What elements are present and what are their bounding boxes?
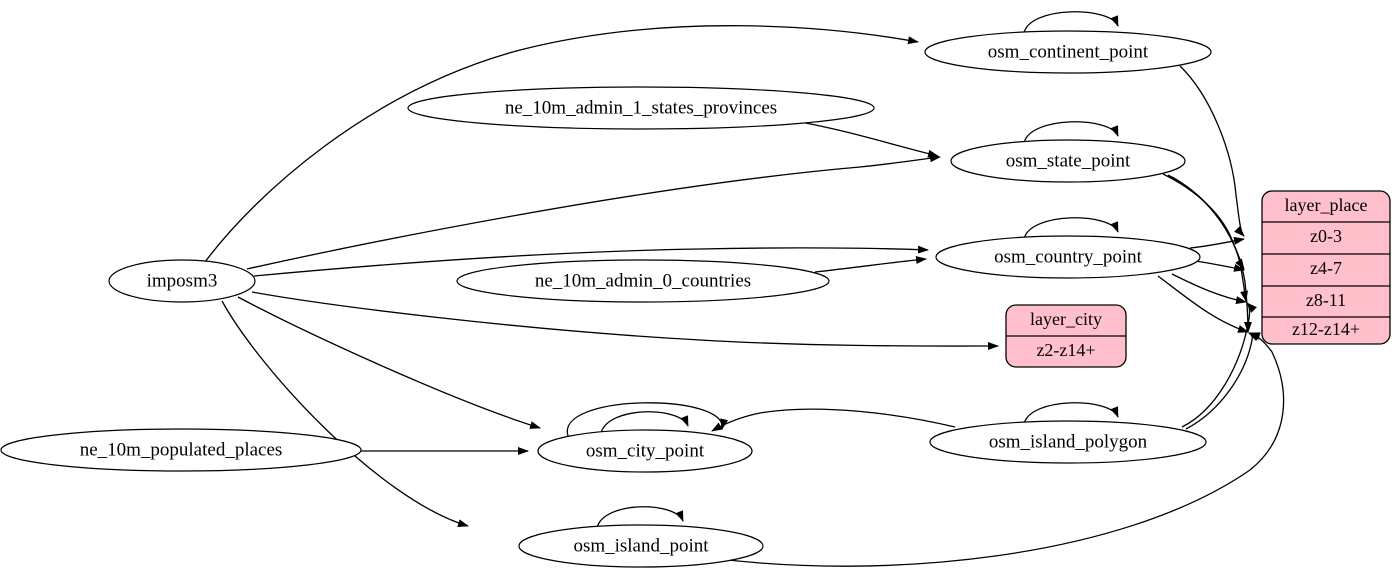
layer-city-row-z2-z14[interactable]: z2-z14+ — [1036, 340, 1095, 360]
node-imposm3[interactable]: imposm3 — [108, 259, 256, 303]
osm-country-point-label: osm_country_point — [994, 246, 1142, 267]
edge-osm-island-polygon-self-loop — [1023, 402, 1119, 425]
imposm3-label: imposm3 — [147, 270, 218, 291]
records-layer: layer_city z2-z14+ layer_place z0-3 z4-7… — [1005, 190, 1391, 368]
edge-osm-island-polygon-to-osm-city-point — [711, 408, 956, 432]
edge-osm-continent-point-self-loop — [1023, 11, 1119, 34]
node-osm-island-point[interactable]: osm_island_point — [518, 524, 764, 568]
node-osm-city-point[interactable]: osm_city_point — [537, 429, 753, 473]
osm-country-point-ellipse[interactable] — [935, 235, 1201, 279]
layer-place-row-z4-7[interactable]: z4-7 — [1310, 258, 1342, 278]
ne-states-ellipse[interactable] — [407, 86, 875, 130]
edge-osm-island-point-self-loop — [596, 506, 684, 529]
layer-place-title: layer_place — [1285, 195, 1368, 215]
layer-city-title: layer_city — [1030, 309, 1102, 329]
node-osm-state-point[interactable]: osm_state_point — [950, 139, 1186, 183]
osm-continent-point-ellipse[interactable] — [924, 30, 1212, 74]
edge-osm-city-point-self-loop-outer — [566, 402, 729, 437]
edge-imposm3-to-layer-city — [251, 291, 999, 351]
edge-osm-island-polygon-to-layer-place-z8-11 — [1181, 302, 1257, 428]
edge-ne-states-to-osm-state-point — [799, 121, 939, 158]
edge-osm-island-point-to-layer-place-z12-z14 — [711, 332, 1285, 567]
osm-state-point-label: osm_state_point — [1006, 150, 1131, 171]
edge-osm-city-point-self-loop-inner — [600, 411, 689, 434]
osm-continent-point-label: osm_continent_point — [988, 41, 1149, 62]
record-layer-place[interactable]: layer_place z0-3 z4-7 z8-11 z12-z14+ — [1261, 190, 1391, 345]
ne-countries-label: ne_10m_admin_0_countries — [535, 270, 751, 291]
ne-states-label: ne_10m_admin_1_states_provinces — [505, 97, 777, 118]
layer-place-box[interactable] — [1261, 190, 1391, 345]
node-osm-continent-point[interactable]: osm_continent_point — [924, 30, 1212, 74]
edge-osm-country-point-to-layer-place-z0-3 — [1189, 236, 1245, 249]
osm-island-polygon-ellipse[interactable] — [929, 420, 1207, 464]
edge-imposm3-to-osm-island-point — [221, 300, 469, 527]
ne-places-ellipse[interactable] — [0, 428, 362, 472]
edge-imposm3-to-osm-city-point — [237, 296, 541, 429]
osm-island-point-label: osm_island_point — [573, 535, 709, 556]
edge-ne-countries-to-osm-country-point — [814, 255, 927, 273]
edge-osm-continent-point-to-layer-place-z0-3 — [1179, 65, 1245, 237]
edge-osm-state-point-self-loop — [1023, 121, 1119, 144]
ne-countries-ellipse[interactable] — [456, 259, 830, 303]
node-osm-country-point[interactable]: osm_country_point — [935, 235, 1201, 279]
edges-layer — [204, 11, 1285, 567]
osm-island-polygon-label: osm_island_polygon — [989, 431, 1148, 452]
record-layer-city[interactable]: layer_city z2-z14+ — [1005, 304, 1127, 368]
nodes-layer: imposm3 ne_10m_admin_1_states_provinces … — [0, 30, 1212, 568]
edge-imposm3-to-osm-state-point — [246, 154, 941, 270]
edge-imposm3-to-osm-continent-point — [204, 25, 919, 263]
edge-osm-country-point-to-layer-place-z8-11 — [1171, 273, 1247, 305]
layer-place-row-z8-11[interactable]: z8-11 — [1306, 290, 1346, 310]
edge-osm-country-point-self-loop — [1023, 217, 1119, 240]
layer-place-row-z12-z14[interactable]: z12-z14+ — [1292, 319, 1360, 339]
layer-place-row-z0-3[interactable]: z0-3 — [1310, 226, 1342, 246]
ne-places-label: ne_10m_populated_places — [80, 439, 283, 460]
osm-island-point-ellipse[interactable] — [518, 524, 764, 568]
osm-state-point-ellipse[interactable] — [950, 139, 1186, 183]
node-osm-island-polygon[interactable]: osm_island_polygon — [929, 420, 1207, 464]
osm-city-point-label: osm_city_point — [586, 440, 705, 461]
osm-city-point-ellipse[interactable] — [537, 429, 753, 473]
edge-osm-state-point-to-layer-place-z8-11 — [1167, 174, 1248, 302]
edge-osm-country-point-to-layer-place-z4-7 — [1195, 260, 1245, 272]
edge-osm-country-point-to-layer-place-z12-z14 — [1157, 275, 1249, 333]
node-ne-10m-admin-1-states-provinces[interactable]: ne_10m_admin_1_states_provinces — [407, 86, 875, 130]
imposm3-ellipse[interactable] — [108, 259, 256, 303]
node-ne-10m-populated-places[interactable]: ne_10m_populated_places — [0, 428, 362, 472]
edge-imposm3-to-osm-country-point — [253, 245, 929, 277]
node-ne-10m-admin-0-countries[interactable]: ne_10m_admin_0_countries — [456, 259, 830, 303]
